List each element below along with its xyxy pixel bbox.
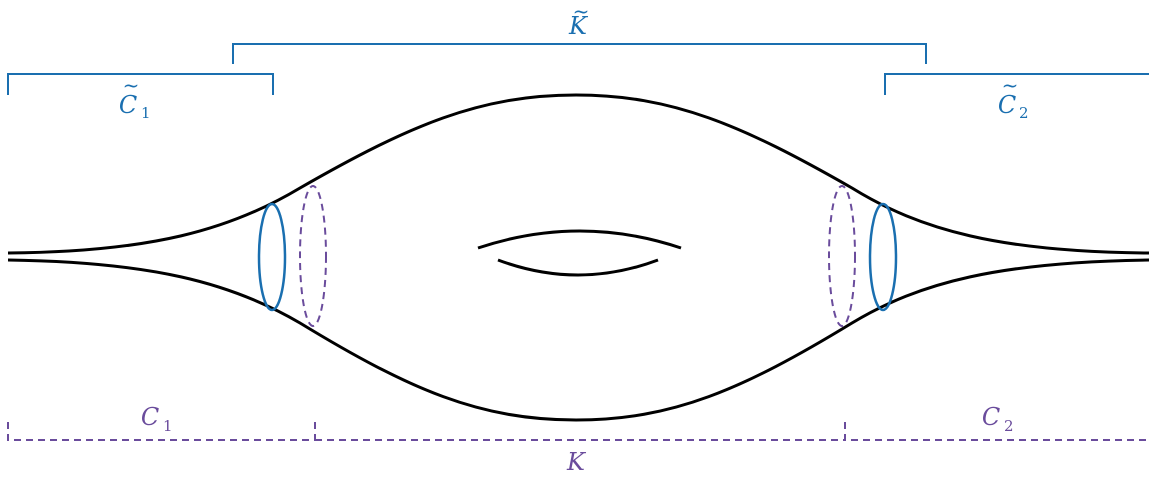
surface-outline — [7, 93, 1149, 422]
label-k-tilde: ~ K — [568, 0, 589, 40]
label-c1-tilde-base: C — [119, 91, 137, 119]
label-c1-tilde-accent: ~ — [123, 73, 140, 97]
label-c1-tilde: ~ C 1 — [119, 73, 151, 122]
bracket-c1 — [7, 422, 316, 441]
left-dashed-ellipse — [299, 185, 327, 327]
blue-brackets — [7, 43, 1149, 95]
bracket-c1-tilde — [7, 73, 274, 95]
bracket-c2-tilde — [884, 73, 1149, 95]
label-c2-sub: 2 — [1004, 417, 1014, 435]
label-c1-base: C — [141, 403, 159, 431]
right-blue-ellipse — [868, 202, 898, 312]
dashed-cross-sections — [299, 185, 856, 327]
label-k-tilde-base: K — [568, 12, 589, 40]
label-c2-base: C — [982, 403, 1000, 431]
bracket-c2 — [844, 422, 1149, 441]
label-k: K — [566, 448, 587, 476]
label-c2-tilde-sub: 2 — [1019, 104, 1029, 122]
label-c2: C 2 — [982, 403, 1014, 435]
bracket-k-tilde — [232, 43, 927, 64]
surface-upper-edge — [7, 93, 1149, 255]
right-dashed-ellipse — [828, 185, 856, 327]
left-blue-ellipse — [257, 202, 287, 312]
solid-cross-sections — [257, 202, 898, 312]
label-c1-sub: 1 — [163, 417, 173, 435]
label-c1-tilde-sub: 1 — [141, 104, 151, 122]
hole-upper-curve — [477, 229, 682, 250]
label-c2-tilde-base: C — [998, 91, 1016, 119]
hole-lower-curve — [497, 258, 659, 277]
label-c2-tilde-accent: ~ — [1002, 73, 1019, 97]
label-c1: C 1 — [141, 403, 173, 435]
purple-brackets — [7, 422, 1149, 441]
label-k-base: K — [566, 448, 587, 476]
surface-lower-edge — [7, 258, 1149, 422]
label-k-tilde-accent: ~ — [573, 0, 590, 23]
label-c2-tilde: ~ C 2 — [998, 73, 1029, 122]
